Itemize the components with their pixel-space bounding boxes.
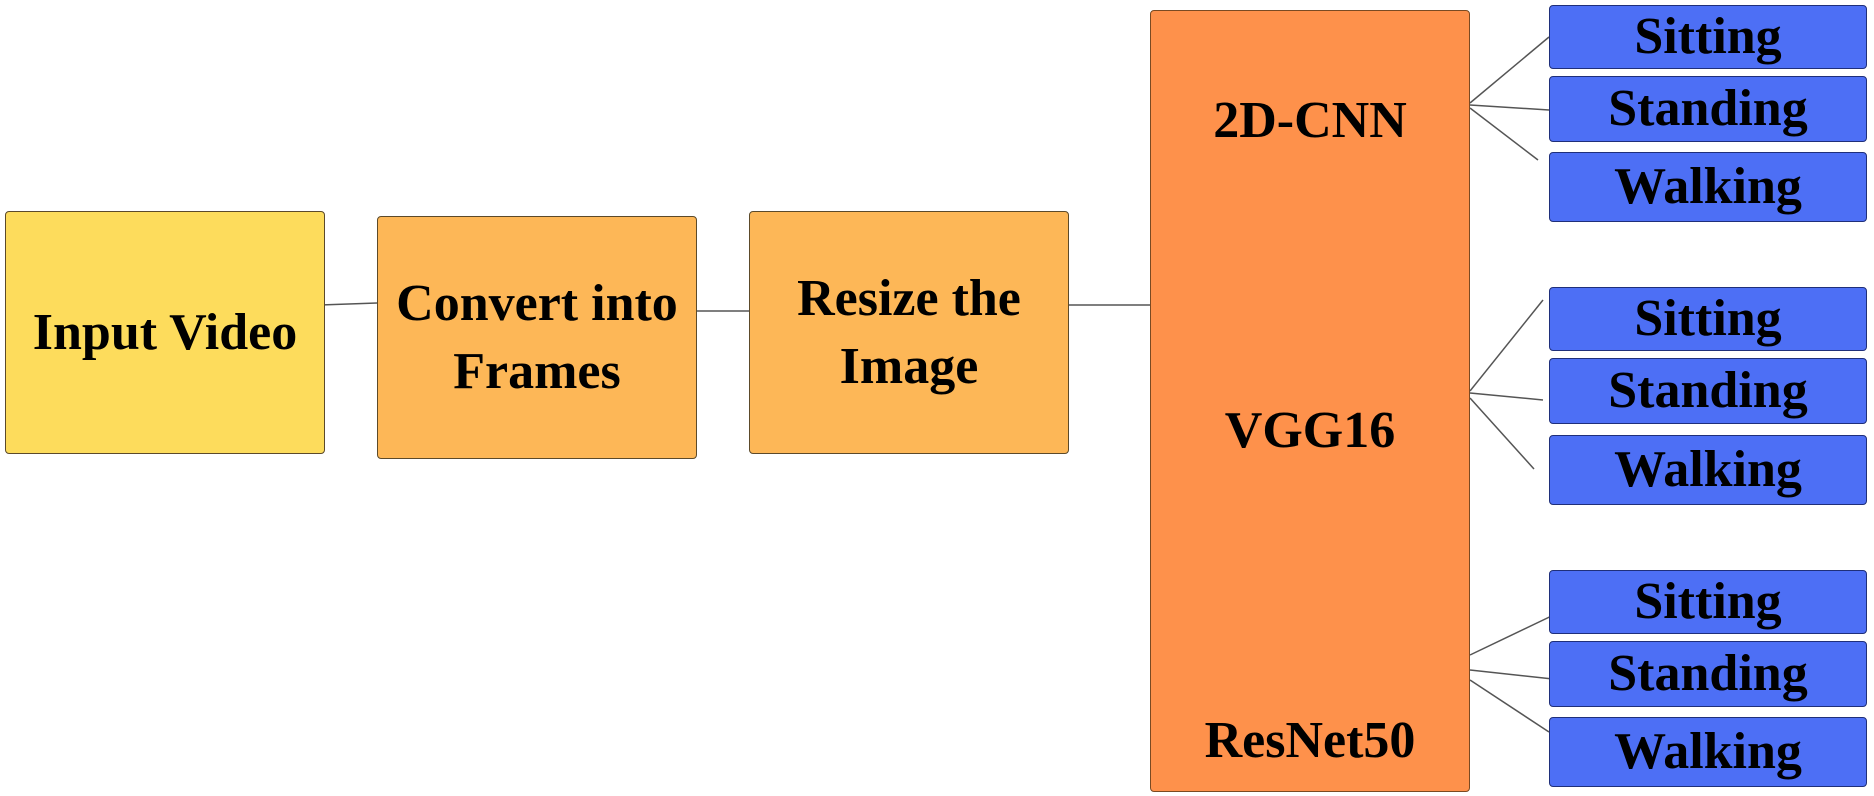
class-box-resnet-standing: Standing	[1549, 641, 1867, 707]
connector-input-convert	[319, 302, 378, 306]
connector-resnet-standing	[1469, 669, 1563, 681]
model-panel: 2D-CNN VGG16 ResNet50	[1150, 10, 1470, 792]
class-box-vgg-standing: Standing	[1549, 358, 1867, 424]
class-box-vgg-sitting: Sitting	[1549, 287, 1867, 351]
convert-frames-box: Convert into Frames	[377, 216, 697, 459]
class-box-cnn-sitting: Sitting	[1549, 5, 1867, 69]
class-label: Sitting	[1634, 573, 1782, 630]
class-label: Standing	[1608, 80, 1808, 137]
connector-resnet-walking	[1469, 679, 1550, 733]
connector-vgg-sitting	[1469, 299, 1544, 392]
connector-cnn-standing	[1469, 104, 1550, 111]
resize-image-box: Resize the Image	[749, 211, 1069, 454]
class-label: Walking	[1614, 158, 1802, 215]
connector-vgg-standing	[1469, 392, 1544, 401]
input-video-box: Input Video	[5, 211, 325, 454]
class-box-cnn-walking: Walking	[1549, 152, 1867, 222]
class-label: Standing	[1608, 645, 1808, 702]
class-label: Sitting	[1634, 8, 1782, 65]
input-video-label: Input Video	[32, 303, 298, 361]
model-label-2d-cnn: 2D-CNN	[1213, 92, 1407, 149]
class-box-resnet-sitting: Sitting	[1549, 570, 1867, 634]
class-label: Walking	[1614, 723, 1802, 780]
class-box-resnet-walking: Walking	[1549, 717, 1867, 787]
convert-frames-label: Convert into Frames	[396, 274, 678, 400]
connector-cnn-walking	[1469, 107, 1539, 161]
resize-image-label: Resize the Image	[797, 269, 1021, 395]
class-box-vgg-walking: Walking	[1549, 435, 1867, 505]
class-box-cnn-standing: Standing	[1549, 76, 1867, 142]
connector-resnet-sitting	[1469, 610, 1563, 656]
class-label: Walking	[1614, 441, 1802, 498]
model-label-vgg16: VGG16	[1224, 402, 1396, 459]
model-label-resnet50: ResNet50	[1204, 712, 1416, 769]
connector-vgg-walking	[1469, 397, 1535, 470]
connector-cnn-sitting	[1469, 36, 1550, 104]
class-label: Standing	[1608, 362, 1808, 419]
class-label: Sitting	[1634, 290, 1782, 347]
